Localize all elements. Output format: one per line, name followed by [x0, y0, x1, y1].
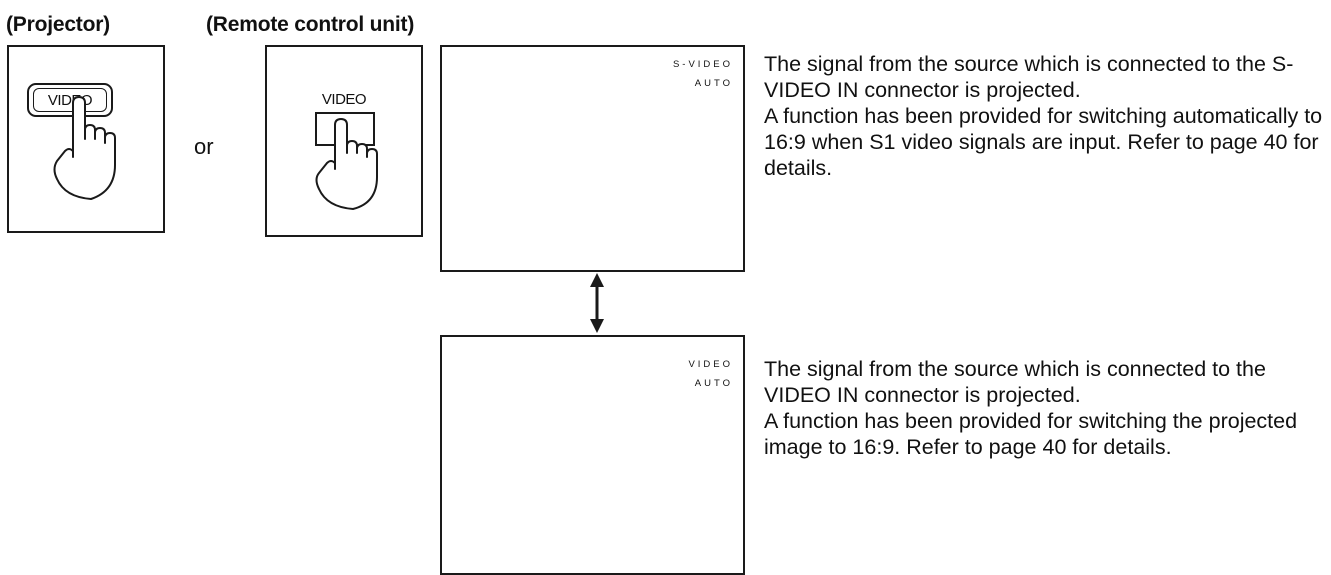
hand-press-icon — [315, 118, 378, 210]
description-video-para1: The signal from the source which is conn… — [764, 357, 1266, 407]
screen-svideo: S-VIDEO AUTO — [440, 45, 745, 272]
description-svideo-para1: The signal from the source which is conn… — [764, 52, 1294, 102]
screen-video: VIDEO AUTO — [440, 335, 745, 575]
remote-heading: (Remote control unit) — [206, 13, 415, 36]
screen-video-mode: AUTO — [694, 378, 733, 389]
screen-svideo-source: S-VIDEO — [672, 59, 733, 70]
screen-svideo-mode: AUTO — [694, 78, 733, 89]
projector-heading: (Projector) — [6, 13, 110, 36]
screen-video-labels: VIDEO AUTO — [688, 355, 733, 393]
double-arrow-icon — [590, 273, 604, 333]
description-svideo-para2: A function has been provided for switchi… — [764, 104, 1323, 180]
screen-video-source: VIDEO — [688, 359, 733, 370]
hand-press-icon — [53, 96, 116, 200]
or-text: or — [194, 134, 214, 159]
description-svideo: The signal from the source which is conn… — [764, 51, 1324, 181]
remote-video-label: VIDEO — [321, 91, 367, 108]
description-video: The signal from the source which is conn… — [764, 356, 1324, 460]
screen-svideo-labels: S-VIDEO AUTO — [673, 55, 733, 93]
remote-panel: VIDEO — [265, 45, 423, 237]
projector-panel: VIDEO — [7, 45, 165, 233]
description-video-para2: A function has been provided for switchi… — [764, 409, 1298, 459]
